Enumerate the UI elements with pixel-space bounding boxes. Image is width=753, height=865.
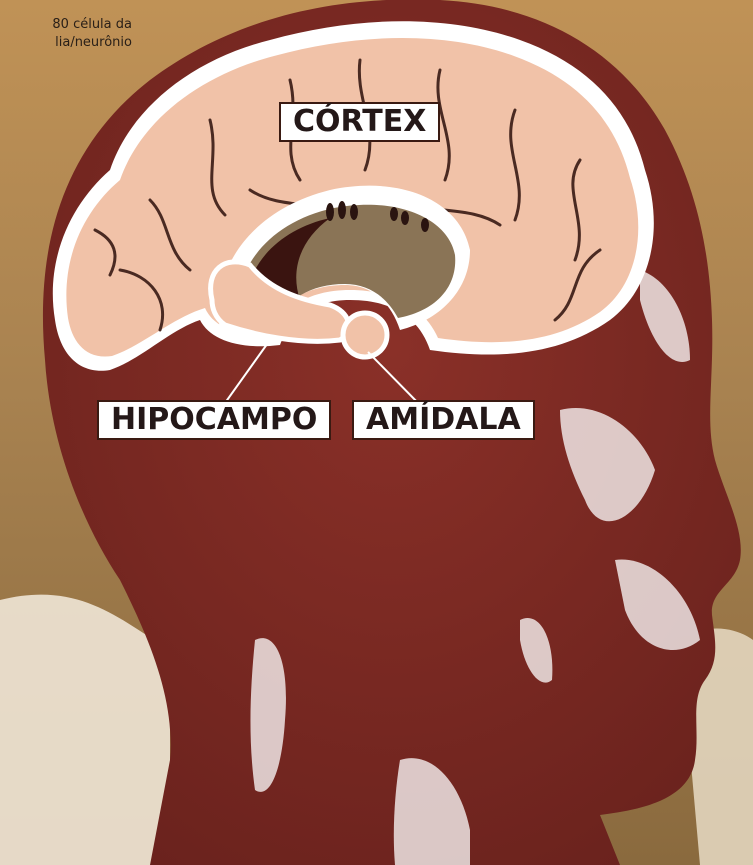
caption-text: 80 célula da lia/neurônio [0, 16, 132, 51]
hippocampus-label: HIPOCAMPO [97, 400, 331, 440]
cortex-label: CÓRTEX [279, 102, 440, 142]
caption-line-2: lia/neurônio [0, 34, 132, 52]
caption-line-1: 80 célula da [0, 16, 132, 34]
background-light-patch [0, 595, 170, 865]
amygdala-label: AMÍDALA [352, 400, 535, 440]
amygdala [343, 313, 387, 357]
